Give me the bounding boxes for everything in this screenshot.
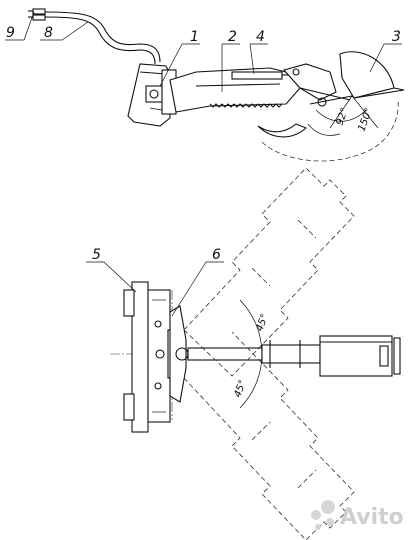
watermark-text: Avito [340,505,404,530]
callout-1: 1 [190,29,199,45]
swing-bracket [169,305,189,403]
callout-6: 6 [212,247,221,263]
callout-8: 8 [44,25,53,41]
angle-label-upper-45: 45° [254,313,270,333]
boom-centre-position [187,335,401,377]
angle-label-150: 150° [356,107,375,133]
dipper-stick [282,63,353,107]
side-view: 92° 150° 9 8 1 2 4 3 [5,8,405,162]
leader-lines-bottom [86,261,224,317]
boom-right-45-outline [183,331,355,540]
callout-9: 9 [6,25,15,41]
mounting-frame [127,63,177,127]
boom-left-45-outline [183,167,355,377]
callout-3: 3 [392,29,401,45]
callout-4: 4 [256,29,265,45]
angle-label-lower-45: 45° [232,379,248,399]
callout-5: 5 [92,247,101,263]
angle-label-92: 92° [334,107,350,127]
mounting-plate [123,281,181,433]
leader-lines-top [5,11,402,92]
plan-view: 45° 45° 5 6 [86,167,401,540]
avito-watermark: Avito [311,500,404,530]
swing-arcs [257,99,399,162]
bucket [339,51,405,99]
side-angle-dims: 92° 150° [329,95,379,133]
hydraulic-hoses [28,8,161,65]
callout-2: 2 [228,29,237,45]
